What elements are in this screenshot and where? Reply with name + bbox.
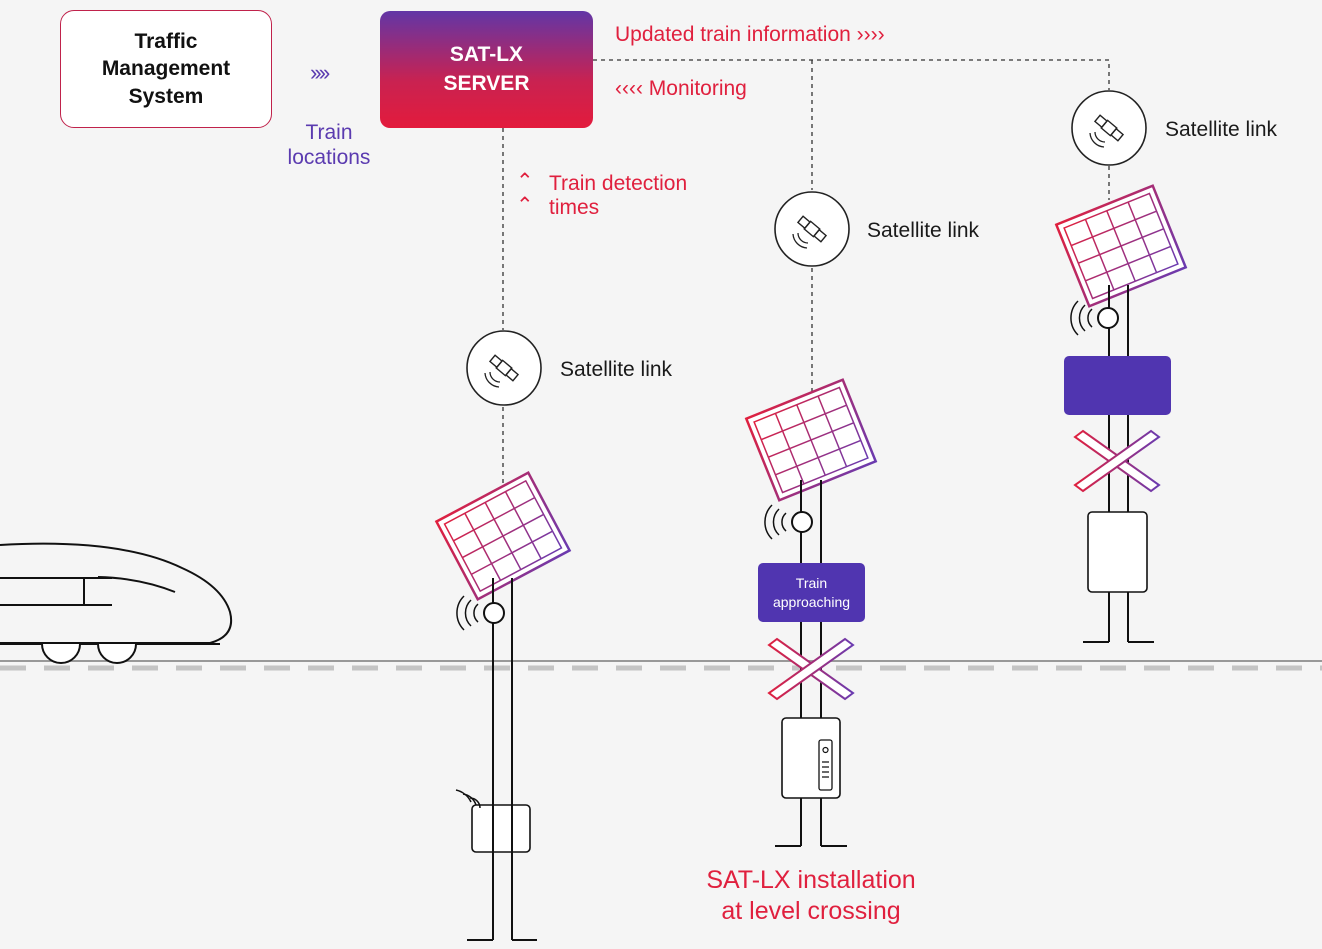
train-detection-line1: Train detection — [549, 172, 688, 195]
sat-lx-server-box: SAT-LX SERVER — [380, 11, 593, 128]
satellite-link-label: Satellite link — [867, 219, 980, 242]
tms-line3: System — [128, 84, 204, 108]
train-icon — [0, 542, 232, 664]
wireless-signal-icon — [455, 595, 481, 809]
traffic-management-system-box: Traffic Management System — [60, 10, 272, 128]
train-locations-line2: locations — [287, 146, 371, 170]
train-approaching-sign: Train approaching — [758, 563, 865, 622]
satellite-icon — [774, 191, 850, 267]
wireless-signal-icon — [1070, 300, 1093, 336]
sign-board — [1064, 356, 1171, 415]
solar-panel-icon — [1055, 184, 1187, 308]
detector-post — [435, 471, 571, 941]
satellite-link-label: Satellite link — [560, 358, 673, 381]
tms-line1: Traffic — [134, 30, 198, 54]
crossbuck-icon — [1074, 430, 1160, 492]
sign-line2: approaching — [772, 593, 851, 610]
tms-line2: Management — [101, 57, 231, 81]
train-detection-chevrons-icon: ⌃⌃ — [516, 170, 534, 217]
connection-lines — [502, 59, 1110, 500]
solar-panel-icon — [745, 378, 877, 502]
train-locations-arrow: ›››› — [310, 60, 330, 85]
far-crossing-post — [1055, 184, 1187, 643]
train-detection-line2: times — [549, 196, 600, 220]
solar-panel-icon — [435, 471, 571, 601]
satellite-link-label: Satellite link — [1165, 118, 1278, 141]
train-locations-line1: Train — [305, 121, 353, 144]
monitoring-label: ‹‹‹‹ Monitoring — [615, 77, 747, 100]
satellite-icon — [466, 330, 542, 406]
updated-train-information-label: Updated train information ›››› — [615, 23, 885, 46]
server-line2: SERVER — [443, 71, 530, 95]
train-locations-label: Train locations — [270, 120, 388, 170]
installation-line1: SAT-LX installation — [706, 866, 916, 894]
wireless-signal-icon — [764, 504, 787, 540]
installation-line2: at level crossing — [721, 897, 901, 926]
sign-line1: Train — [795, 575, 828, 592]
server-line1: SAT-LX — [449, 43, 524, 67]
satellite-icon — [1071, 90, 1147, 166]
installation-caption: SAT-LX installation at level crossing — [680, 865, 942, 928]
train-detection-label: Train detection times — [549, 172, 687, 220]
